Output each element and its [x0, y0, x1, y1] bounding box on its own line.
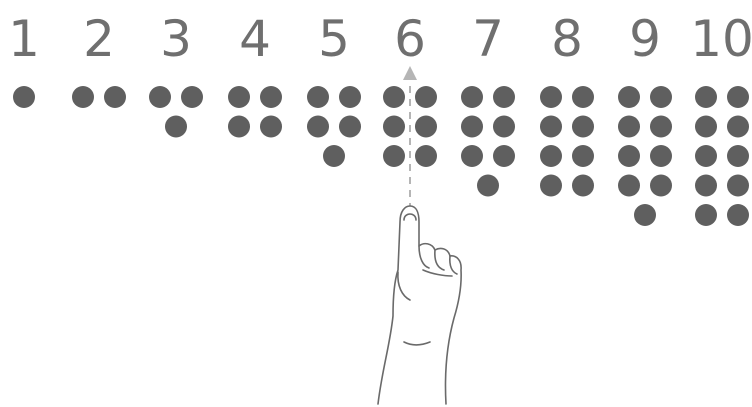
- dot: [260, 86, 282, 108]
- dot: [461, 86, 483, 108]
- dot: [415, 116, 437, 138]
- dot: [650, 86, 672, 108]
- number-label-4: 4: [239, 10, 271, 68]
- dot: [383, 145, 405, 167]
- number-label-9: 9: [629, 10, 661, 68]
- dot: [493, 116, 515, 138]
- pointing-hand-icon: [378, 206, 461, 404]
- dot-group-2: [72, 86, 126, 108]
- dot-group-10: [695, 86, 749, 226]
- dot: [149, 86, 171, 108]
- dot: [727, 86, 749, 108]
- dot: [650, 145, 672, 167]
- dot: [165, 116, 187, 138]
- dot: [13, 86, 35, 108]
- dot: [228, 116, 250, 138]
- dot: [339, 116, 361, 138]
- dot-group-5: [307, 86, 361, 167]
- dot-group-4: [228, 86, 282, 138]
- dot: [307, 86, 329, 108]
- dot: [572, 145, 594, 167]
- dot: [339, 86, 361, 108]
- number-labels: 1 2 3 4 5 6 7 8 9 10: [8, 10, 752, 68]
- dot: [650, 175, 672, 197]
- dot: [72, 86, 94, 108]
- dot-group-9: [618, 86, 672, 226]
- dot: [634, 204, 656, 226]
- dot: [228, 86, 250, 108]
- dashed-up-arrow-icon: [403, 66, 417, 210]
- number-label-5: 5: [318, 10, 350, 68]
- dot: [415, 86, 437, 108]
- number-label-8: 8: [551, 10, 583, 68]
- dot-group-3: [149, 86, 203, 138]
- number-label-2: 2: [83, 10, 115, 68]
- dot: [540, 175, 562, 197]
- dot: [695, 175, 717, 197]
- dot: [572, 175, 594, 197]
- dot: [181, 86, 203, 108]
- number-label-6: 6: [394, 10, 426, 68]
- number-label-7: 7: [472, 10, 504, 68]
- dot: [477, 175, 499, 197]
- dot: [104, 86, 126, 108]
- dot: [493, 86, 515, 108]
- number-label-1: 1: [8, 10, 40, 68]
- dot: [650, 116, 672, 138]
- dot: [307, 116, 329, 138]
- dot: [618, 116, 640, 138]
- dot-group-8: [540, 86, 594, 197]
- dot: [540, 86, 562, 108]
- dot: [540, 145, 562, 167]
- dot: [695, 145, 717, 167]
- number-label-10: 10: [690, 10, 752, 68]
- dot: [415, 145, 437, 167]
- dot: [493, 145, 515, 167]
- dot: [618, 86, 640, 108]
- dot: [572, 86, 594, 108]
- number-label-3: 3: [160, 10, 192, 68]
- dot: [695, 204, 717, 226]
- dot: [727, 175, 749, 197]
- dot: [727, 145, 749, 167]
- dot: [383, 116, 405, 138]
- dot: [260, 116, 282, 138]
- dot: [461, 116, 483, 138]
- dot: [618, 175, 640, 197]
- dot: [461, 145, 483, 167]
- dot: [727, 116, 749, 138]
- dot-group-7: [461, 86, 515, 197]
- dot: [695, 116, 717, 138]
- dot: [695, 86, 717, 108]
- dot: [540, 116, 562, 138]
- dot-groups: [13, 86, 749, 226]
- dot: [727, 204, 749, 226]
- dot: [323, 145, 345, 167]
- dot: [572, 116, 594, 138]
- dot-group-1: [13, 86, 35, 108]
- dot: [618, 145, 640, 167]
- dot: [383, 86, 405, 108]
